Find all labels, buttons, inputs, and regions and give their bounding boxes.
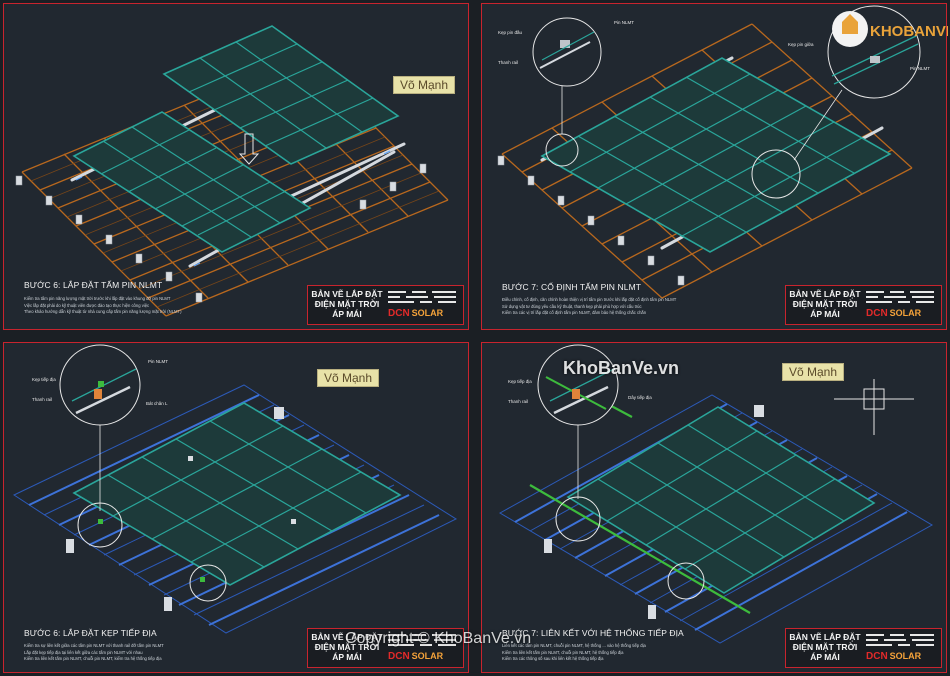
note-line: Liên kết các tấm pin NLMT, chuỗi pin NLM… — [502, 643, 646, 648]
note-line: Việc lắp đặt phải do kỹ thuật viên được … — [24, 302, 150, 308]
title-line: ĐIỆN MẶT TRỜI — [792, 299, 858, 309]
note-line: Kiểm tra các vị trí lắp đặt cố định tấm … — [502, 310, 647, 316]
metal-roof-drawing — [498, 344, 934, 644]
callout-label: Thanh rail — [498, 60, 519, 65]
callout-label: Dây tiếp địa — [628, 395, 652, 400]
step-title: BƯỚC 6: LẮP ĐẶT KẸP TIẾP ĐỊA — [24, 628, 157, 638]
callout-label: Thanh rail — [32, 397, 53, 402]
note-line: Theo khảo hướng dẫn kỹ thuật từ nhà cung… — [24, 309, 182, 315]
title-line: ĐIỆN MẶT TRỜI — [314, 299, 380, 309]
note-line: Kiểm tra liên kết tấm pin NLMT, chuỗi pi… — [502, 649, 624, 655]
drawing-panel-step7-grounding: Kẹp tiếp địa Thanh rail Dây tiếp địa Võ … — [481, 342, 947, 673]
callout-label: Thanh rail — [508, 399, 529, 404]
callout-label: Kẹp tiếp địa — [508, 379, 532, 384]
logo-main: DCN — [388, 651, 410, 662]
logo-badge-text: KHOBANVE — [870, 23, 948, 40]
brand-stripes-icon — [866, 634, 934, 646]
note-line: Lắp đặt kẹp tiếp địa tại liên kết giữa c… — [24, 649, 143, 655]
logo-main: DCN — [388, 308, 410, 319]
roof-tile-drawing — [497, 5, 921, 299]
step-notes: Kiểm tra tấm pin năng lượng mặt trời trư… — [24, 296, 294, 316]
title-line: BẢN VẼ LẮP ĐẶT — [311, 632, 383, 642]
title-line: ĐIỆN MẶT TRỜI — [792, 642, 858, 652]
note-line: Sử dụng vật tư đúng yêu cầu kỹ thuật, th… — [502, 303, 642, 309]
logo-main: DCN — [866, 308, 888, 319]
title-block-text: BẢN VẼ LẮP ĐẶT ĐIỆN MẶT TRỜI ÁP MÁI — [310, 289, 384, 319]
step-notes: Kiểm tra sự liên kết giữa các tấm pin NL… — [24, 643, 294, 663]
note-line: Kiểm tra các thông số sau khi liên kết h… — [502, 656, 604, 662]
title-line: ÁP MÁI — [810, 652, 840, 662]
title-block-text: BẢN VẼ LẮP ĐẶT ĐIỆN MẶT TRỜI ÁP MÁI — [788, 289, 862, 319]
step-title: BƯỚC 6: LẮP ĐẶT TẤM PIN NLMT — [24, 280, 163, 290]
logo-main: DCN — [866, 651, 888, 662]
brand-stripes-icon — [388, 291, 456, 303]
callout-label: Pin NLMT — [148, 359, 169, 364]
logo-sub: SOLAR — [889, 651, 922, 661]
author-watermark: Võ Mạnh — [393, 76, 456, 94]
callout-label: Bát chân L — [146, 401, 168, 406]
copyright-watermark: Copyright © KhoBanVe.vn — [345, 630, 532, 647]
callout-label: Pin NLMT — [614, 20, 635, 25]
title-line: ÁP MÁI — [332, 309, 362, 319]
note-line: Điều chỉnh, cố định, căn chỉnh hoàn thiệ… — [502, 297, 677, 302]
brand-stripes-icon — [866, 291, 934, 303]
author-watermark: Võ Mạnh — [317, 369, 380, 387]
logo-sub: SOLAR — [889, 308, 922, 318]
roof-tile-drawing — [15, 25, 449, 317]
callout-label: Kẹp pin đầu — [498, 30, 523, 35]
title-line: ÁP MÁI — [332, 652, 362, 662]
callout-label: Kẹp pin giữa — [788, 42, 814, 47]
step-notes: Điều chỉnh, cố định, căn chỉnh hoàn thiệ… — [502, 297, 772, 317]
title-line: ĐIỆN MẶT TRỜI — [314, 642, 380, 652]
drawing-panel-step6-ground-clamp: Pin NLMT Kẹp tiếp địa Thanh rail Bát châ… — [3, 342, 469, 673]
author-watermark: Võ Mạnh — [782, 363, 845, 381]
step-title: BƯỚC 7: LIÊN KẾT VỚI HỆ THỐNG TIẾP ĐỊA — [502, 628, 684, 638]
note-line: Kiểm tra tấm pin năng lượng mặt trời trư… — [24, 296, 171, 301]
title-line: BẢN VẼ LẮP ĐẶT — [311, 289, 383, 299]
metal-roof-drawing — [12, 344, 458, 634]
logo-sub: SOLAR — [411, 651, 444, 661]
khobanve-logo-icon: KHOBANVE — [832, 11, 948, 47]
title-block-text: BẢN VẼ LẮP ĐẶT ĐIỆN MẶT TRỜI ÁP MÁI — [788, 632, 862, 662]
step-notes: Liên kết các tấm pin NLMT, chuỗi pin NLM… — [502, 643, 772, 663]
note-line: Kiểm tra sự liên kết giữa các tấm pin NL… — [24, 643, 164, 648]
step-title: BƯỚC 7: CỐ ĐỊNH TẤM PIN NLMT — [502, 282, 642, 292]
title-block-text: BẢN VẼ LẮP ĐẶT ĐIỆN MẶT TRỜI ÁP MÁI — [310, 632, 384, 662]
title-line: BẢN VẼ LẮP ĐẶT — [789, 289, 861, 299]
drawing-panel-step7-fix: Pin NLMT Kẹp pin đầu Thanh rail Kẹp pin … — [481, 3, 947, 330]
note-line: Kiểm tra liên kết tấm pin NLMT, chuỗi pi… — [24, 656, 162, 662]
brand-stripes-icon — [388, 634, 456, 646]
callout-label: Kẹp tiếp địa — [32, 377, 56, 382]
title-line: ÁP MÁI — [810, 309, 840, 319]
logo-sub: SOLAR — [411, 308, 444, 318]
site-watermark: KhoBanVe.vn — [563, 358, 680, 378]
callout-label: Pin NLMT — [910, 66, 931, 71]
drawing-panel-step6-install: Võ Mạnh BƯỚC 6: LẮP ĐẶT TẤM PIN NLMT Kiể… — [3, 3, 469, 330]
title-line: BẢN VẼ LẮP ĐẶT — [789, 632, 861, 642]
